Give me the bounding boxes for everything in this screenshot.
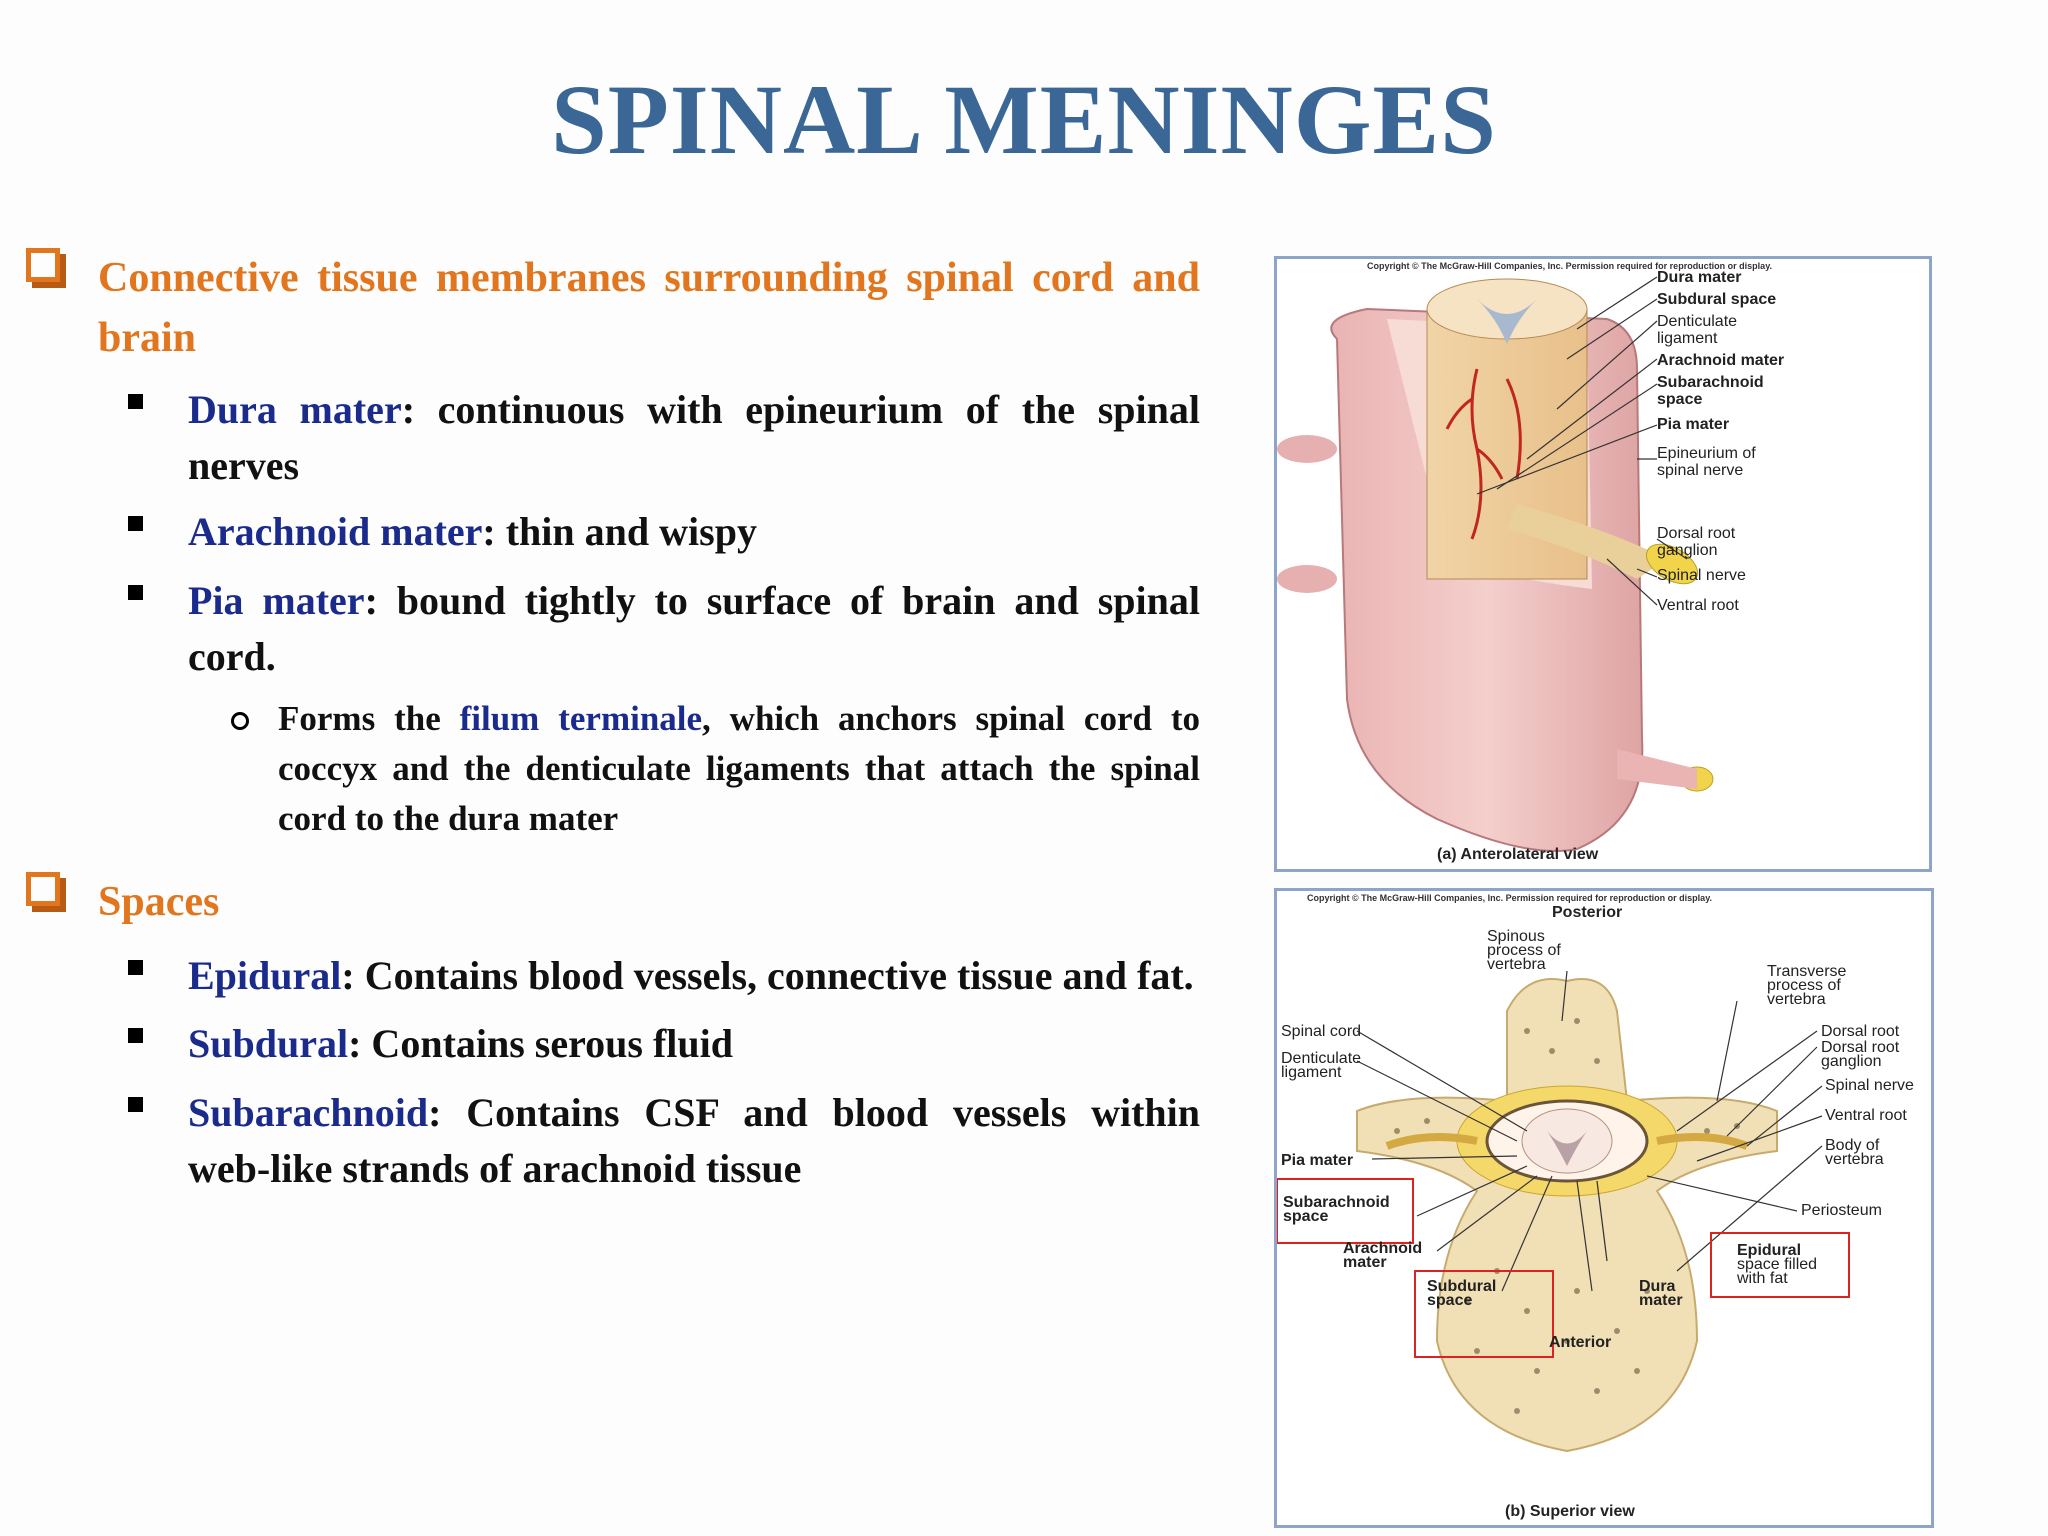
item-text: : bound tightly to surface of brain and …: [188, 578, 1200, 679]
item-text: : thin and wispy: [482, 509, 757, 554]
label-spinal-nerve: Spinal nerve: [1657, 567, 1746, 584]
label-spinal-nerve: Spinal nerve: [1825, 1077, 1914, 1094]
label-arachnoid: Arachnoid: [1343, 1240, 1422, 1257]
label-dura-mater: mater: [1639, 1292, 1683, 1309]
label-transverse-process: process of: [1767, 977, 1841, 994]
section-heading-membranes: Connective tissue membranes surrounding …: [98, 255, 1200, 361]
term-filum-terminale: filum terminale: [459, 699, 703, 738]
square-bullet-icon: [128, 585, 143, 600]
figure-a-copyright: Copyright © The McGraw-Hill Companies, I…: [1367, 261, 1772, 271]
term-pia-mater: Pia mater: [188, 578, 365, 623]
label-epidural-space: space filled: [1737, 1256, 1817, 1273]
label-spinous: Spinous: [1487, 928, 1545, 945]
label-pia-mater: Pia mater: [1657, 416, 1729, 433]
label-ligament: ligament: [1657, 330, 1718, 347]
list-item-epidural: Epidural: Contains blood vessels, connec…: [188, 948, 1208, 1004]
figure-superior-view: Copyright © The McGraw-Hill Companies, I…: [1274, 888, 1934, 1528]
label-transverse-vertebra: vertebra: [1767, 991, 1826, 1008]
label-dura-mater: Dura mater: [1657, 269, 1741, 286]
label-subdural: Subdural: [1427, 1278, 1496, 1295]
label-periosteum: Periosteum: [1801, 1202, 1882, 1219]
list-item-dura: Dura mater: continuous with epineurium o…: [188, 382, 1200, 494]
label-epidural: Epidural: [1737, 1242, 1801, 1259]
sub-item-filum-terminale: Forms the filum terminale, which anchors…: [278, 694, 1200, 844]
spinal-cross-section-illustration: Copyright © The McGraw-Hill Companies, I…: [1277, 893, 1914, 1520]
label-dorsal-root-ganglion: Dorsal root: [1821, 1039, 1900, 1056]
label-spinous-process: process of: [1487, 942, 1561, 959]
section-heading-spaces: Spaces: [98, 879, 220, 925]
label-epidural-fat: with fat: [1736, 1270, 1788, 1287]
label-dorsal-root: Dorsal root: [1821, 1023, 1900, 1040]
label-anterior: Anterior: [1549, 1334, 1611, 1351]
square-bullet-icon: [128, 960, 143, 975]
label-ventral-root: Ventral root: [1825, 1107, 1907, 1124]
label-body-vertebra: vertebra: [1825, 1151, 1884, 1168]
figure-b-caption: (b) Superior view: [1505, 1503, 1635, 1520]
label-subarachnoid: Subarachnoid: [1657, 374, 1764, 391]
label-denticulate: Denticulate: [1281, 1050, 1361, 1067]
label-spinous-vertebra: vertebra: [1487, 956, 1546, 973]
term-arachnoid-mater: Arachnoid mater: [188, 509, 483, 554]
circle-bullet-icon: [231, 712, 249, 730]
square-bullet-icon: [128, 394, 143, 409]
label-denticulate-ligament: ligament: [1281, 1064, 1342, 1081]
term-subdural: Subdural: [188, 1021, 349, 1066]
label-subdural-space: space: [1427, 1292, 1472, 1309]
label-denticulate: Denticulate: [1657, 313, 1737, 330]
item-text: : Contains blood vessels, connective tis…: [341, 953, 1194, 998]
label-ventral-root: Ventral root: [1657, 597, 1739, 614]
label-ganglion: ganglion: [1821, 1053, 1882, 1070]
term-epidural: Epidural: [188, 953, 342, 998]
label-subarachnoid-space: space: [1657, 391, 1702, 408]
label-transverse: Transverse: [1767, 963, 1847, 980]
figure-anterolateral-view: Copyright © The McGraw-Hill Companies, I…: [1274, 256, 1932, 872]
label-dura: Dura: [1639, 1278, 1676, 1295]
list-item-subdural: Subdural: Contains serous fluid: [188, 1016, 1200, 1072]
label-epineurium: Epineurium of: [1657, 445, 1756, 462]
highlight-box-subdural: [1414, 1270, 1554, 1358]
label-body-of: Body of: [1825, 1137, 1880, 1154]
term-subarachnoid: Subarachnoid: [188, 1090, 429, 1135]
checkbox-bullet-icon: [26, 248, 60, 282]
square-bullet-icon: [128, 1028, 143, 1043]
label-subarachnoid: Subarachnoid: [1283, 1194, 1390, 1211]
label-arachnoid-mater: Arachnoid mater: [1657, 352, 1784, 369]
label-epineurium-nerve: spinal nerve: [1657, 462, 1743, 479]
list-item-pia: Pia mater: bound tightly to surface of b…: [188, 573, 1200, 685]
checkbox-bullet-icon: [26, 872, 60, 906]
sub-text-before: Forms the: [278, 699, 460, 738]
item-text: : continuous with epineurium of the spin…: [188, 387, 1200, 488]
figure-a-caption: (a) Anterolateral view: [1437, 846, 1599, 863]
label-dorsal-root: Dorsal root: [1657, 525, 1736, 542]
sub-text-after: , which anchors spinal cord to coccyx an…: [278, 699, 1200, 838]
term-dura-mater: Dura mater: [188, 387, 402, 432]
figure-b-copyright: Copyright © The McGraw-Hill Companies, I…: [1307, 893, 1712, 903]
item-text: : Contains serous fluid: [348, 1021, 734, 1066]
spinal-cord-anterolateral-illustration: Copyright © The McGraw-Hill Companies, I…: [1277, 261, 1784, 863]
slide-title: SPINAL MENINGES: [551, 64, 1497, 175]
label-pia-mater: Pia mater: [1281, 1152, 1353, 1169]
label-posterior: Posterior: [1552, 904, 1622, 921]
highlight-box-subarachnoid: [1277, 1178, 1414, 1244]
item-text: : Contains CSF and blood vessels within …: [188, 1090, 1200, 1191]
highlight-box-epidural: [1710, 1232, 1850, 1298]
label-subdural-space: Subdural space: [1657, 291, 1776, 308]
square-bullet-icon: [128, 1097, 143, 1112]
list-item-subarachnoid: Subarachnoid: Contains CSF and blood ves…: [188, 1085, 1200, 1197]
label-ganglion: ganglion: [1657, 542, 1718, 559]
label-arachnoid-mater: mater: [1343, 1254, 1387, 1271]
list-item-arachnoid: Arachnoid mater: thin and wispy: [188, 504, 1200, 560]
label-spinal-cord: Spinal cord: [1281, 1023, 1361, 1040]
square-bullet-icon: [128, 516, 143, 531]
label-subarachnoid-space: space: [1283, 1208, 1328, 1225]
